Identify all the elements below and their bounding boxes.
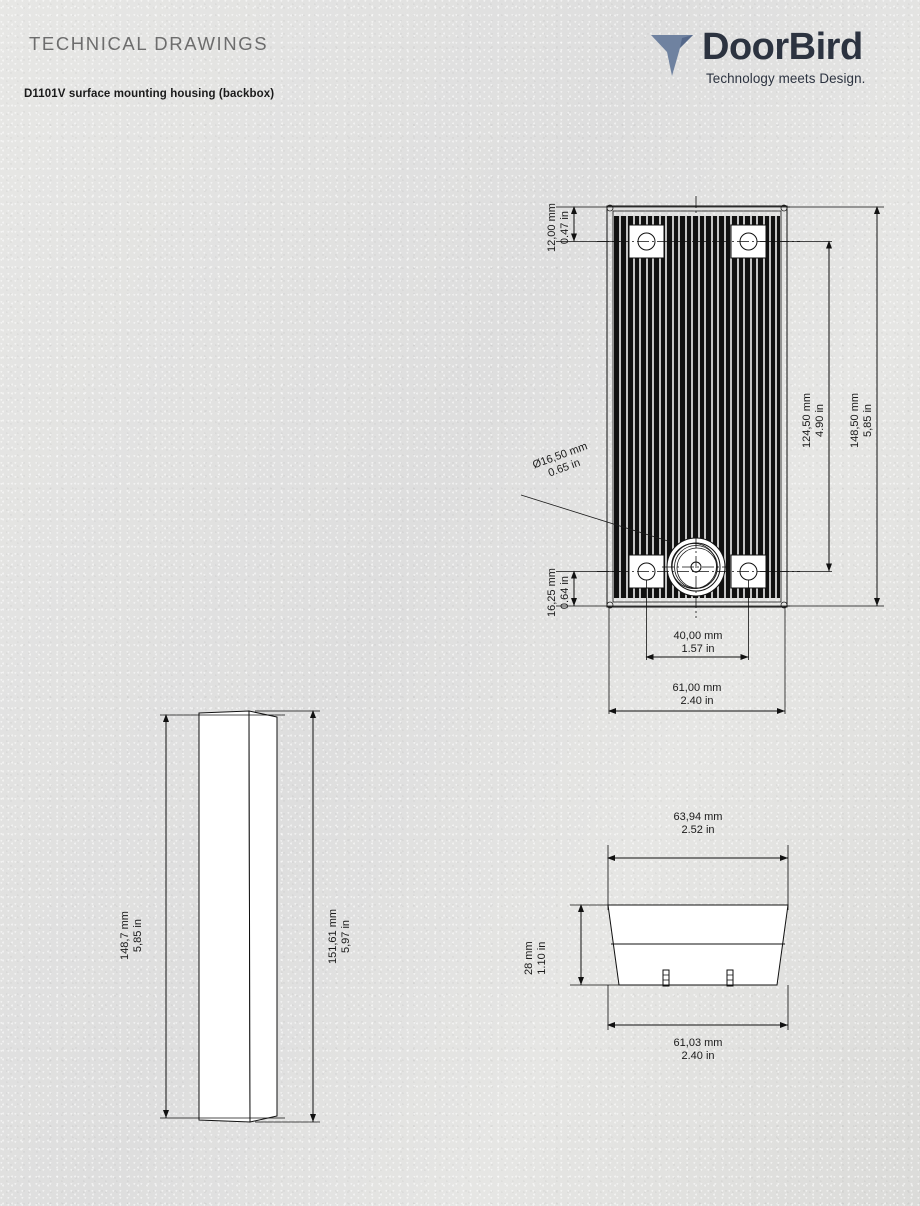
dim-front-hole-spacing-v: 124,50 mm 4.90 in xyxy=(801,392,827,448)
doorbird-tagline: Technology meets Design. xyxy=(706,71,866,86)
page-subtitle: D1101V surface mounting housing (backbox… xyxy=(24,88,275,100)
dim-side-outer-height: 151,61 mm 5,97 in xyxy=(327,908,353,964)
page-title: TECHNICAL DRAWINGS xyxy=(29,33,269,54)
rib-pattern xyxy=(614,216,780,598)
dim-front-overall-height: 148,50 mm 5,85 in xyxy=(849,392,875,448)
dim-side-inner-height: 148,7 mm 5,85 in xyxy=(119,911,145,960)
doorbird-bird-mark xyxy=(650,32,698,83)
dim-front-top-offset: 12,00 mm 0.47 in xyxy=(546,203,572,252)
dim-bottom-top-width: 63,94 mm 2.52 in xyxy=(673,811,723,837)
doorbird-wordmark: DoorBird xyxy=(702,26,863,68)
snap-tab-right xyxy=(726,969,734,987)
dim-bottom-bottom-width: 61,03 mm 2.40 in xyxy=(673,1037,723,1063)
dim-bottom-depth: 28 mm 1.10 in xyxy=(523,941,549,975)
dim-front-bottom-offset: 16,25 mm 0.64 in xyxy=(546,568,572,617)
front-view-backbox xyxy=(520,196,884,714)
side-view-backbox xyxy=(160,710,320,1123)
bottom-view-backbox xyxy=(570,845,789,1030)
dim-front-overall-width: 61,00 mm 2.40 in xyxy=(672,682,722,708)
dim-front-hole-spacing-h: 40,00 mm 1.57 in xyxy=(673,630,723,656)
doorbird-logo: DoorBird Technology meets Design. xyxy=(650,26,885,88)
snap-tab-left xyxy=(662,969,670,987)
